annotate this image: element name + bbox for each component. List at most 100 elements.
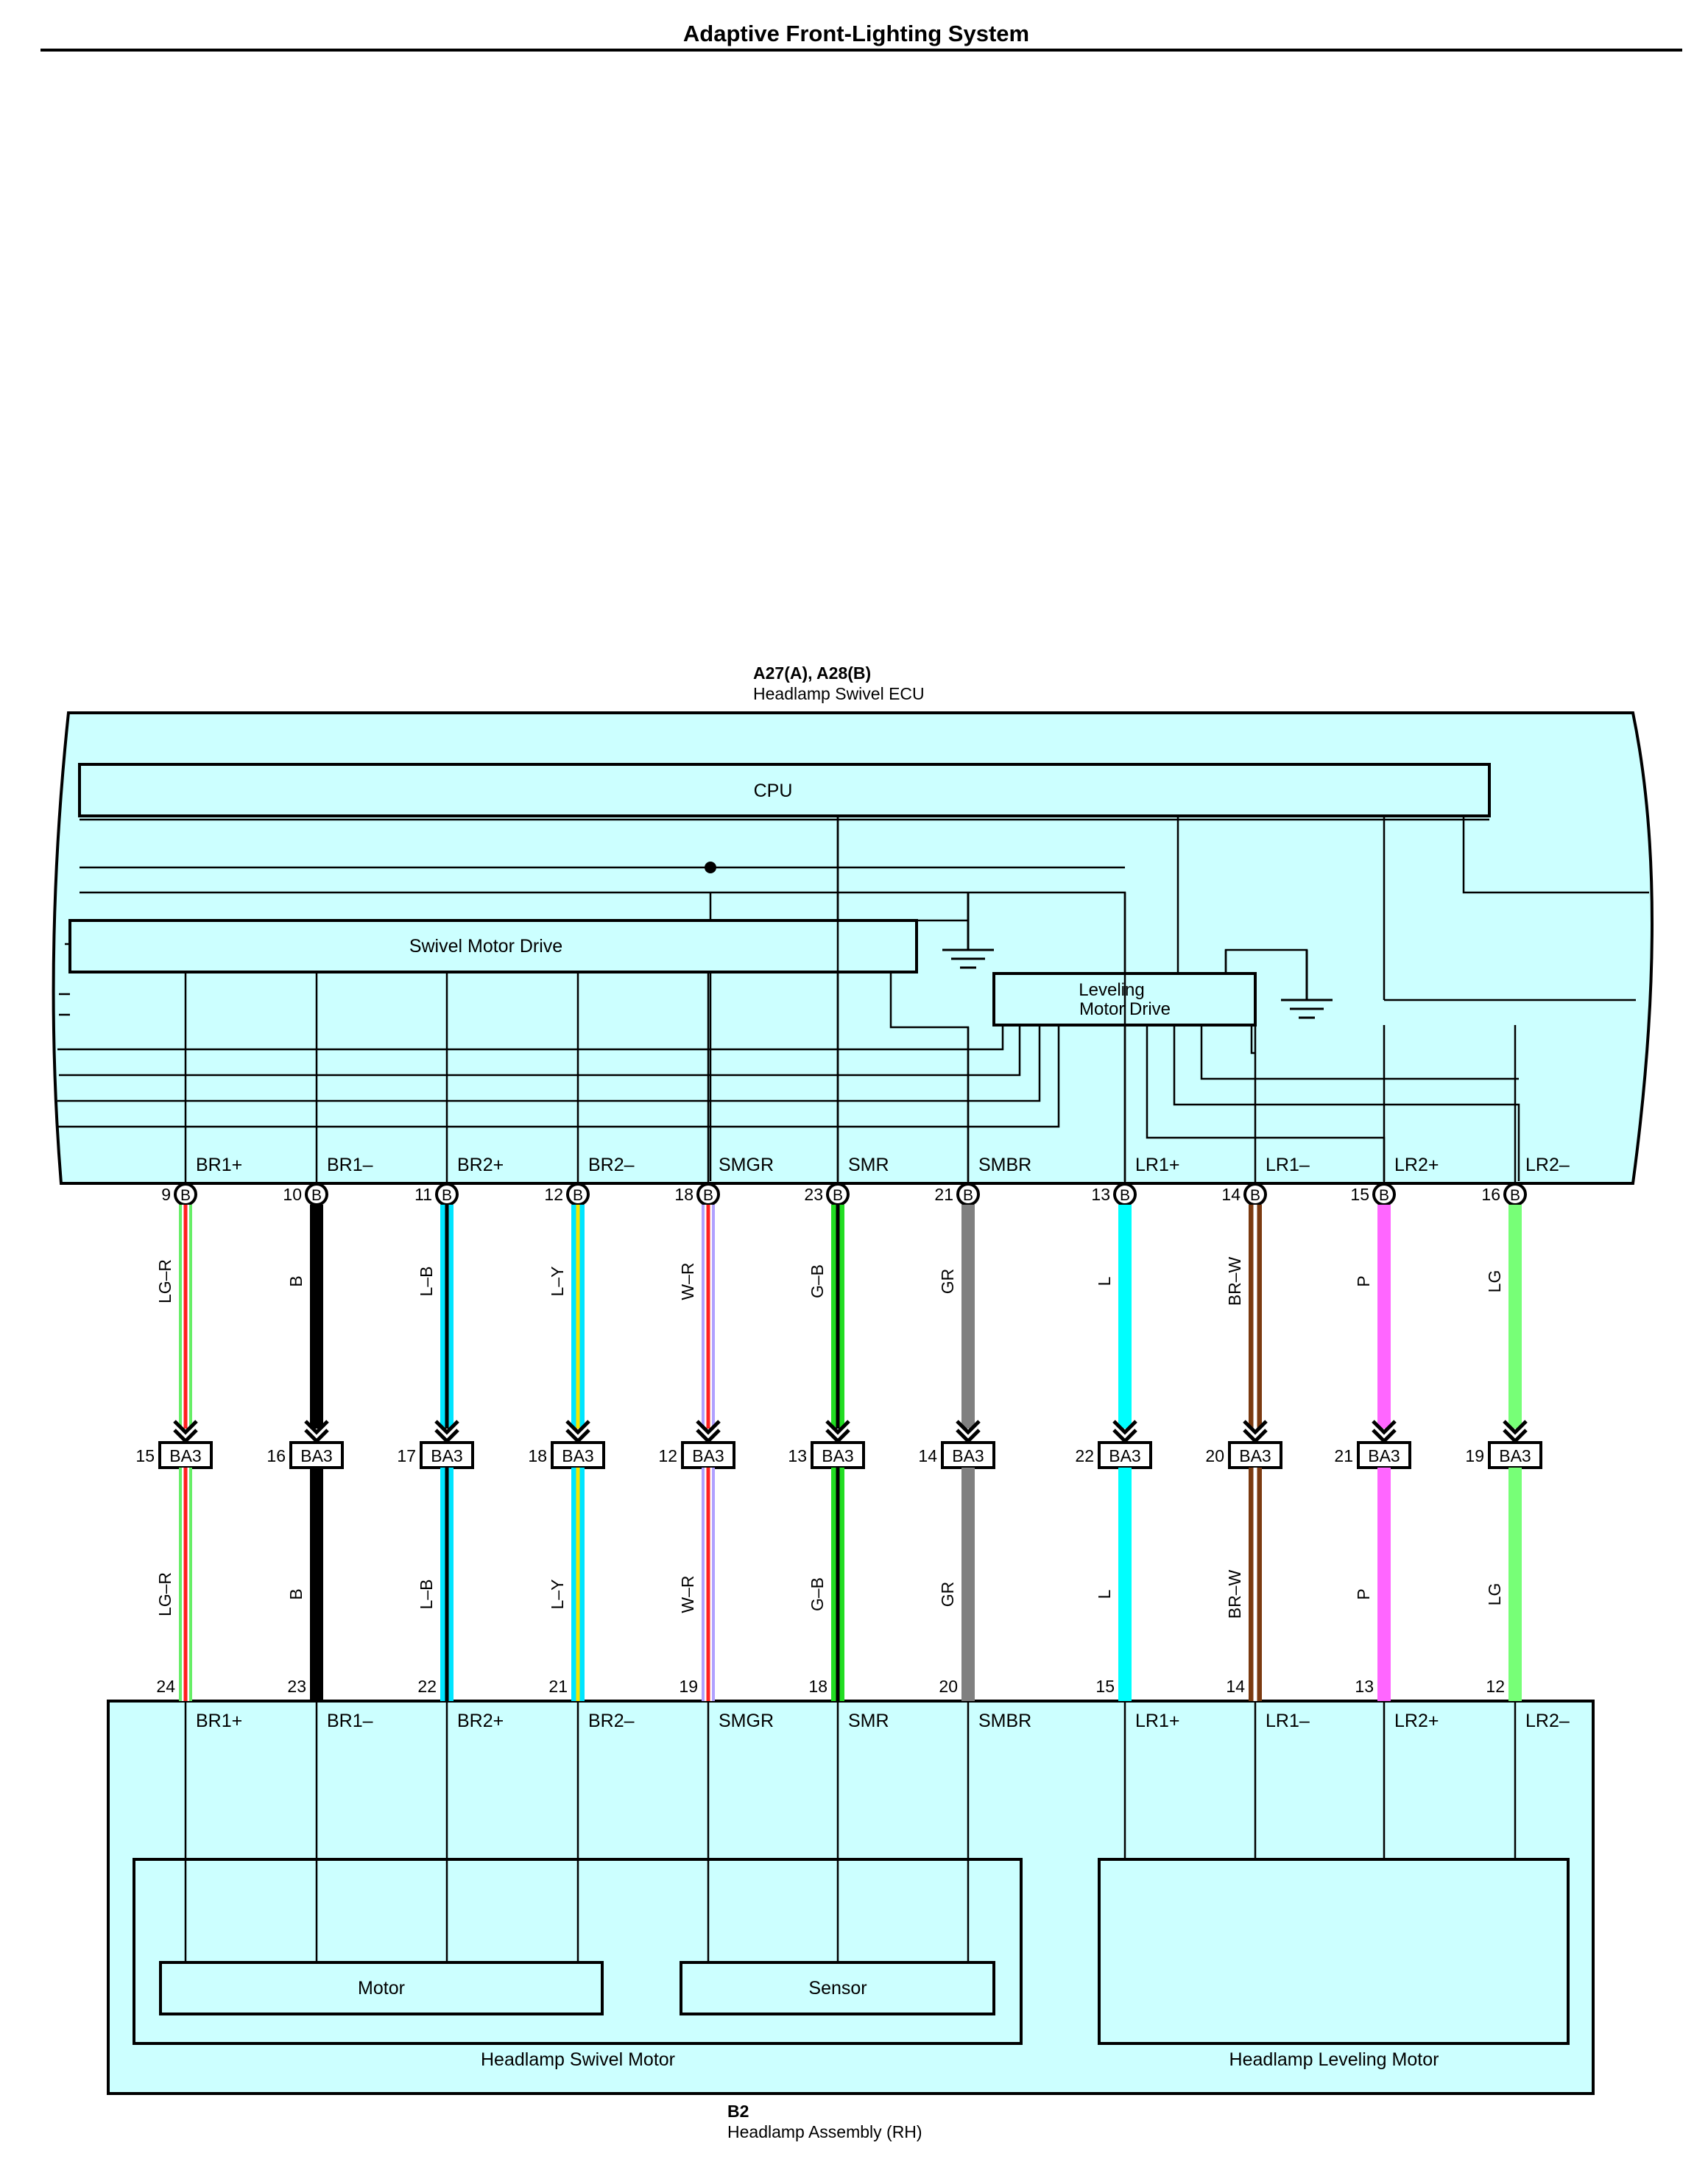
junction-pin-number: 17 xyxy=(397,1446,416,1465)
motor-block xyxy=(159,1961,604,2015)
wire-8-stripe xyxy=(1253,1205,1257,1429)
junction-label: BA3 xyxy=(1368,1446,1400,1465)
wire-5-stripe xyxy=(836,1205,840,1429)
assembly-signal-label: BR1+ xyxy=(196,1711,242,1731)
ecu-pin-number: 12 xyxy=(544,1185,563,1204)
sensor-label: Sensor xyxy=(808,1978,867,1999)
wire-color-label: B xyxy=(286,1275,306,1286)
wire-color-label: GR xyxy=(938,1269,957,1295)
connector-chevron xyxy=(565,1420,590,1435)
assembly-pin-number: 23 xyxy=(287,1677,306,1696)
leveling-drive-label-line1: Leveling xyxy=(1079,980,1144,1000)
wire-0-stripe xyxy=(183,1205,188,1429)
connector-chevron xyxy=(173,1420,198,1435)
assembly-pin-number: 15 xyxy=(1095,1677,1115,1696)
wire-color-label: LG–R xyxy=(155,1259,174,1303)
wire-color-label: BR–W xyxy=(1225,1256,1244,1306)
wire-6 xyxy=(961,1205,975,1429)
wire-color-label: LG xyxy=(1485,1270,1504,1293)
sensor-block xyxy=(680,1961,995,2015)
junction-label: BA3 xyxy=(692,1446,724,1465)
wire-6 xyxy=(961,1468,975,1701)
junction-pin-number: 22 xyxy=(1075,1446,1094,1465)
ecu-pin-letter: B xyxy=(1120,1187,1130,1204)
junction-connector xyxy=(551,1441,605,1469)
wire-9 xyxy=(1377,1205,1391,1429)
junction-label: BA3 xyxy=(431,1446,462,1465)
junction-pin-number: 19 xyxy=(1465,1446,1484,1465)
wire-color-label: LG xyxy=(1485,1583,1504,1606)
junction-pin-number: 21 xyxy=(1334,1446,1353,1465)
assembly-pin-number: 13 xyxy=(1355,1677,1374,1696)
connector-chevron xyxy=(1243,1420,1268,1435)
junction-connector xyxy=(681,1441,735,1469)
wire-color-label: L xyxy=(1095,1589,1114,1599)
wire-9 xyxy=(1377,1468,1391,1701)
junction-label: BA3 xyxy=(169,1446,201,1465)
junction-pin-number: 12 xyxy=(658,1446,677,1465)
wire-3-stripe xyxy=(576,1205,580,1429)
assembly-pin-number: 24 xyxy=(156,1677,175,1696)
ecu-pin-letter: B xyxy=(963,1187,973,1204)
wire-2-stripe xyxy=(445,1468,449,1701)
assembly-signal-label: SMBR xyxy=(978,1711,1031,1731)
connector-chevron xyxy=(696,1420,721,1435)
wire-color-label: B xyxy=(286,1588,306,1599)
ecu-pin-letter: B xyxy=(311,1187,322,1204)
junction-dot xyxy=(705,862,716,873)
wire-2-stripe xyxy=(445,1205,449,1429)
junction-pin-number: 20 xyxy=(1205,1446,1224,1465)
junction-label: BA3 xyxy=(952,1446,984,1465)
assembly-signal-label: BR2+ xyxy=(457,1711,504,1731)
ecu-signal-label: BR2– xyxy=(588,1155,635,1175)
assembly-signal-label: LR2– xyxy=(1525,1711,1570,1731)
wire-color-label: P xyxy=(1354,1588,1373,1599)
ecu-pin-number: 15 xyxy=(1350,1185,1369,1204)
assembly-pin-number: 22 xyxy=(417,1677,437,1696)
ecu-signal-label: BR1+ xyxy=(196,1155,242,1175)
ecu-pin-letter: B xyxy=(573,1187,583,1204)
leveling-motor-frame xyxy=(1098,1858,1570,2045)
assembly-signal-label: BR2– xyxy=(588,1711,635,1731)
connector-chevron xyxy=(1112,1420,1137,1435)
wire-color-label: W–R xyxy=(678,1575,697,1613)
cpu-label: CPU xyxy=(754,781,793,801)
cpu-block xyxy=(78,763,1491,817)
assembly-pin-number: 20 xyxy=(939,1677,958,1696)
connector-chevron xyxy=(1372,1420,1397,1435)
assembly-pin-number: 19 xyxy=(679,1677,698,1696)
ecu-pin-number: 9 xyxy=(161,1185,171,1204)
junction-label: BA3 xyxy=(1109,1446,1140,1465)
junction-pin-number: 13 xyxy=(788,1446,807,1465)
junction-label: BA3 xyxy=(300,1446,332,1465)
ecu-signal-label: BR1– xyxy=(327,1155,373,1175)
wire-4-stripe xyxy=(706,1205,710,1429)
wire-7 xyxy=(1118,1205,1132,1429)
assembly-signal-label: SMGR xyxy=(719,1711,774,1731)
assembly-connector-ref: B2 xyxy=(727,2102,749,2121)
swivel-motor-drive-block xyxy=(68,919,918,973)
wire-4-stripe xyxy=(706,1468,710,1701)
ecu-signal-label: LR1– xyxy=(1266,1155,1310,1175)
wire-1 xyxy=(310,1205,323,1429)
ecu-signal-label: SMBR xyxy=(978,1155,1031,1175)
junction-connector xyxy=(811,1441,865,1469)
assembly-signal-label: BR1– xyxy=(327,1711,373,1731)
wire-10 xyxy=(1508,1468,1522,1701)
connector-chevron xyxy=(1503,1420,1528,1435)
assembly-signal-label: LR1– xyxy=(1266,1711,1310,1731)
ecu-signal-label: LR1+ xyxy=(1135,1155,1179,1175)
ecu-signal-label: LR2– xyxy=(1525,1155,1570,1175)
swivel-motor-drive-label: Swivel Motor Drive xyxy=(409,936,562,957)
wire-color-label: L–Y xyxy=(548,1267,567,1297)
assembly-signal-label: LR2+ xyxy=(1394,1711,1439,1731)
ecu-signal-label: SMGR xyxy=(719,1155,774,1175)
connector-chevron xyxy=(956,1420,981,1435)
wire-color-label: L–B xyxy=(417,1580,436,1610)
ecu-pin-letter: B xyxy=(833,1187,843,1204)
wire-color-label: P xyxy=(1354,1275,1373,1286)
ecu-pin-letter: B xyxy=(180,1187,191,1204)
wire-color-label: W–R xyxy=(678,1262,697,1300)
assembly-pin-number: 21 xyxy=(548,1677,568,1696)
